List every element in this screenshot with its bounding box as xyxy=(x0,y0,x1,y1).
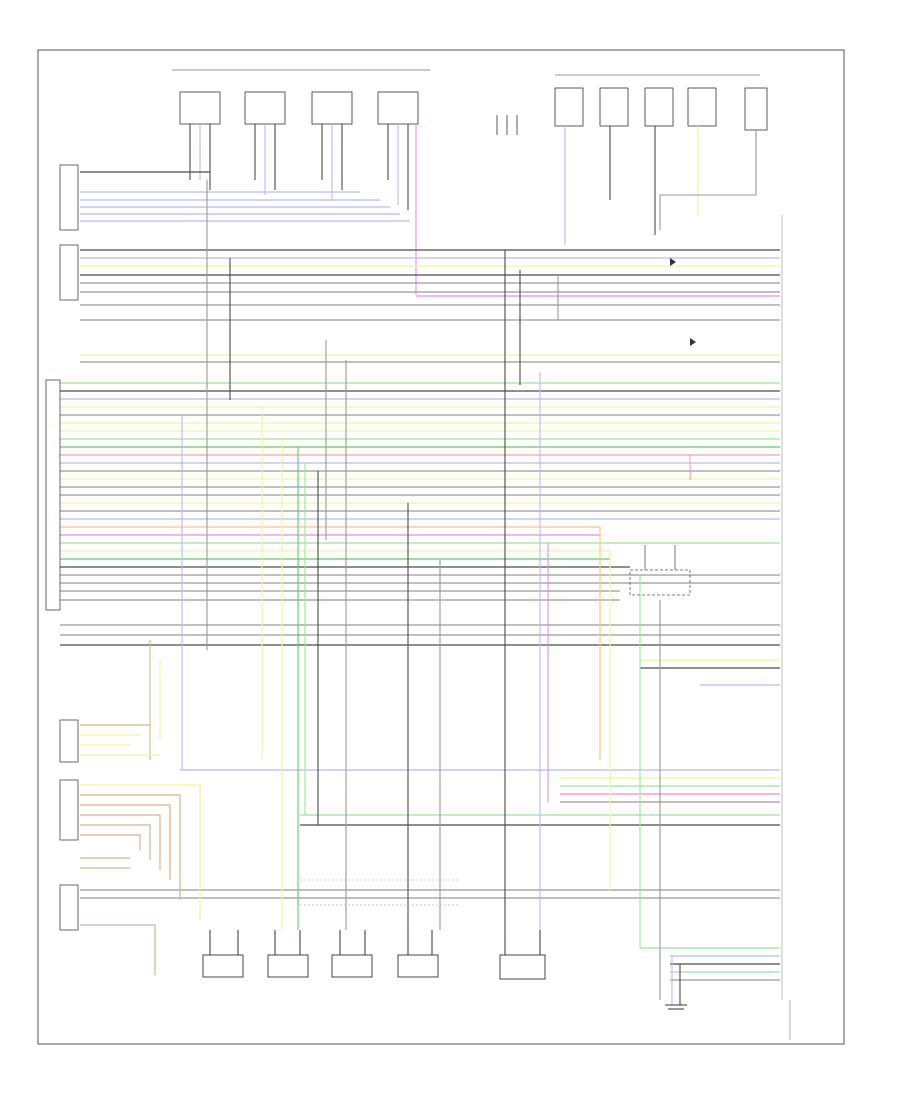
bottom-components xyxy=(202,954,546,980)
top-middle-connector xyxy=(496,115,518,135)
arrow-markers xyxy=(670,258,696,346)
diagram-frame xyxy=(37,49,845,1045)
top-connector-group-right xyxy=(554,87,768,131)
mid-right-switch xyxy=(629,545,691,596)
lower-mid-connectors xyxy=(300,879,460,906)
ground-symbol-icon xyxy=(665,1004,687,1010)
bottom-component-pins xyxy=(209,930,541,955)
horizontal-wire-bus xyxy=(60,171,780,981)
left-connector-blocks xyxy=(45,164,79,931)
lower-left-wires xyxy=(80,724,201,975)
vertical-routing-wires xyxy=(149,180,691,1005)
vertical-wires-top xyxy=(189,124,757,295)
top-connector-group-left xyxy=(179,91,419,125)
